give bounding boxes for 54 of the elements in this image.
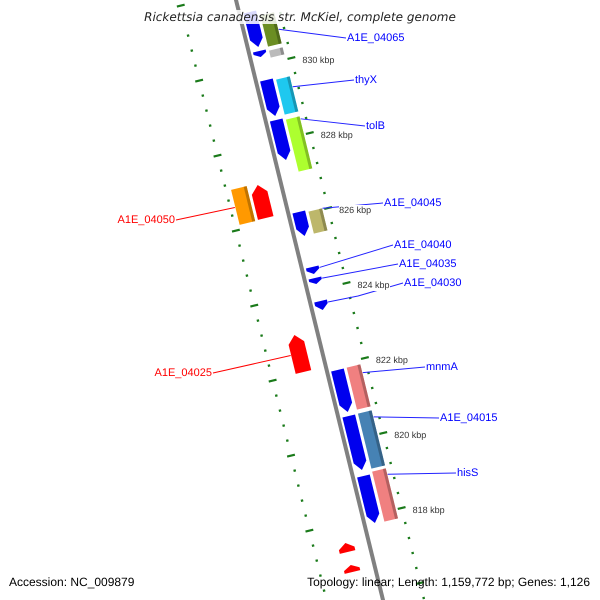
leader-line [322,264,398,279]
genome-summary-text: Topology: linear; Length: 1,159,772 bp; Genes: 1,126 [307,575,590,589]
gene-label: A1E_04065 [347,31,404,45]
gene-label: A1E_04040 [394,238,452,252]
gene-label: thyX [355,73,378,87]
leader-line [278,28,346,38]
gene-bar [358,410,385,469]
gene-block [357,474,380,523]
gene-block [314,299,328,310]
map-title: Rickettsia canadensis str. McKiel, complete genome [143,10,457,24]
gene-label: A1E_04015 [440,411,498,425]
gene-label: hisS [457,466,478,480]
gene-label: A1E_04045 [384,196,442,210]
leader-line [176,207,236,220]
gene-label: tolB [366,119,385,133]
gene-bar [308,208,328,234]
gene-bar [286,116,312,172]
gene-bar [231,186,256,225]
gene-block [292,210,309,236]
gene-block [331,368,352,412]
leader-line [387,472,456,475]
leader-line [300,118,366,126]
gene-block [252,185,274,220]
gene-block [270,118,290,160]
gene-label: A1E_04025 [154,366,212,380]
gene-label: A1E_04030 [404,276,462,290]
gene-label: mnmA [426,360,458,374]
gene-block [344,565,360,574]
gene-bar [269,47,284,58]
accession-text: Accession: NC_009879 [9,575,134,589]
gene-block [308,276,322,284]
leader-line [212,355,292,374]
gene-block [288,335,312,374]
scale-label: 824 kbp [358,280,390,291]
gene-block [253,49,266,57]
scale-label: 826 kbp [339,204,372,216]
leader-line [292,80,354,88]
gene-block [342,414,366,470]
gene-label: A1E_04050 [118,213,175,227]
gene-block [338,543,356,554]
gene-block [260,78,280,116]
leader-line [373,416,440,418]
gene-bar [276,76,298,115]
gene-label: A1E_04035 [399,257,456,271]
gene-block [306,265,320,274]
scale-label: 822 kbp [376,354,408,366]
leader-line [319,244,394,268]
scale-label: 830 kbp [302,54,334,66]
scale-label: 818 kbp [412,504,445,516]
scale-label: 828 kbp [320,130,353,141]
scale-label: 820 kbp [394,430,426,441]
gene-bar [346,364,371,410]
gene-bar [372,468,398,522]
leader-line [362,366,426,374]
